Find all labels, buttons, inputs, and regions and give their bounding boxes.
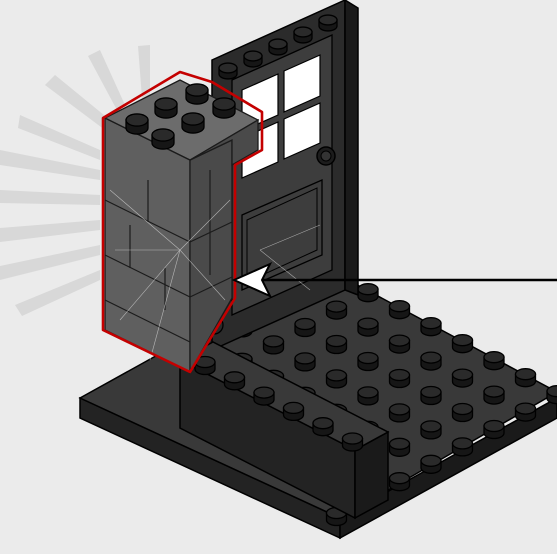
stud: [294, 27, 312, 43]
stud: [421, 455, 441, 473]
stud: [390, 335, 410, 353]
stud: [421, 387, 441, 405]
stud: [327, 336, 347, 354]
stud: [126, 114, 148, 134]
stud: [547, 386, 557, 404]
stud: [516, 403, 536, 421]
stud: [453, 438, 473, 456]
stud: [295, 353, 315, 371]
stud: [343, 433, 363, 451]
stud: [244, 51, 262, 67]
stud: [358, 387, 378, 405]
stud: [213, 98, 235, 118]
stud: [219, 63, 237, 79]
stud: [421, 318, 441, 336]
stud: [319, 15, 337, 31]
stud: [453, 369, 473, 387]
stud: [421, 421, 441, 439]
stud: [453, 335, 473, 353]
stud: [284, 402, 304, 420]
stud: [358, 318, 378, 336]
stud: [358, 353, 378, 371]
stud: [390, 404, 410, 422]
stud: [155, 98, 177, 118]
stud: [327, 301, 347, 319]
stud: [264, 336, 284, 354]
stud: [516, 369, 536, 387]
stud: [484, 421, 504, 439]
stud: [225, 372, 245, 390]
stud: [182, 113, 204, 133]
stud: [358, 284, 378, 302]
stud: [421, 352, 441, 370]
stud: [484, 386, 504, 404]
stud: [254, 387, 274, 405]
stud: [484, 352, 504, 370]
stud: [390, 370, 410, 388]
stud: [186, 84, 208, 104]
stud: [390, 438, 410, 456]
stud: [453, 404, 473, 422]
stud: [313, 418, 333, 436]
stud: [390, 301, 410, 319]
stud: [390, 473, 410, 491]
stud: [269, 39, 287, 55]
stud: [327, 370, 347, 388]
stud: [295, 319, 315, 337]
stud: [152, 129, 174, 149]
